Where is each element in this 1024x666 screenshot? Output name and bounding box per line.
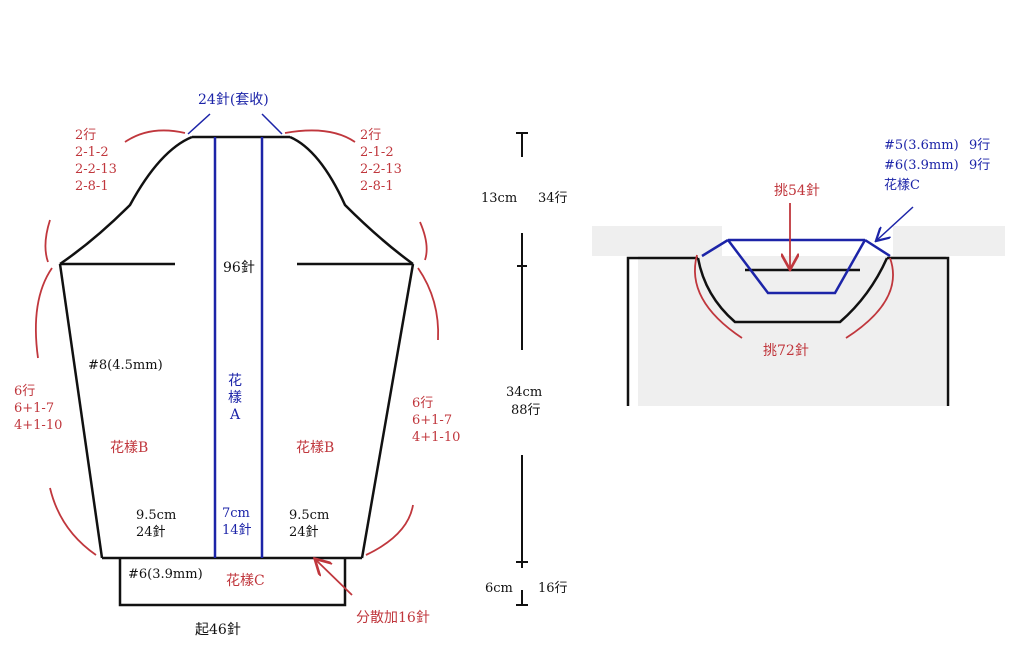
- collar-outer-curve: [696, 257, 889, 324]
- bracket-cap-right-top: [284, 129, 356, 143]
- collar-background: [592, 226, 1005, 406]
- bracket-side-right-top: [417, 267, 440, 341]
- cast-off-pointers: [187, 113, 283, 135]
- pattern-b-left: 花樣B: [110, 440, 149, 456]
- collar-outline: [626, 256, 950, 406]
- sleeve-outline: [58, 135, 415, 607]
- pattern-a-label: 花 樣 A: [228, 373, 242, 423]
- side-shaping-left: 6行 6+1-7 4+1-10: [14, 384, 63, 433]
- collar-rows-2: 9行: [969, 158, 991, 173]
- collar-rows-1: 9行: [969, 138, 991, 153]
- pattern-b-right: 花樣B: [296, 440, 335, 456]
- body-length-rows: 88行: [511, 403, 541, 418]
- bracket-side-right-bottom: [365, 504, 414, 556]
- bracket-side-left-top: [35, 267, 53, 359]
- side-shaping-right: 6行 6+1-7 4+1-10: [412, 396, 461, 445]
- collar-blue-band: [701, 238, 891, 295]
- shaping-brackets: [35, 129, 440, 596]
- sleeve-cap-left-curve: [59, 135, 193, 266]
- right-width: 9.5cm 24針: [289, 508, 330, 540]
- measurement-ruler: [516, 132, 528, 606]
- sleeve-right-side: [360, 263, 415, 559]
- cap-height-cm: 13cm: [481, 191, 518, 206]
- collar-needle-1: #5(3.6mm): [884, 138, 959, 153]
- left-width: 9.5cm 24針: [136, 508, 177, 540]
- collar-bracket-left: [694, 254, 743, 339]
- sleeve-left-side: [58, 263, 104, 559]
- bracket-cap-left-top: [124, 129, 186, 143]
- bracket-side-left-bottom: [49, 487, 97, 556]
- collar-needle-2: #6(3.9mm): [884, 158, 959, 173]
- collar-bracket-right: [845, 257, 894, 339]
- increase-arrow: [316, 560, 353, 596]
- cap-shaping-left: 2行 2-1-2 2-2-13 2-8-1: [75, 128, 117, 194]
- cuff-pattern-label: 花樣C: [226, 573, 265, 589]
- collar-annotations: [694, 203, 894, 339]
- main-needle-size: #8(4.5mm): [88, 358, 163, 373]
- cuff-length-cm: 6cm: [485, 581, 513, 596]
- center-width: 7cm 14針: [222, 506, 252, 538]
- cuff-length-rows: 16行: [538, 581, 568, 596]
- cuff-outline: [118, 558, 347, 607]
- collar-pattern-label: 花樣C: [884, 178, 920, 193]
- pattern-a-column: [213, 137, 264, 558]
- cap-shaping-right: 2行 2-1-2 2-2-13 2-8-1: [360, 128, 402, 194]
- cap-height-rows: 34行: [538, 191, 568, 206]
- cast-on-label: 起46針: [195, 622, 241, 638]
- sleeve-cap-right-curve: [289, 135, 414, 266]
- cuff-needle-size: #6(3.9mm): [128, 567, 203, 582]
- collar-inner-pickup: 挑54針: [774, 183, 820, 199]
- cast-off-label: 24針(套收): [198, 92, 269, 108]
- bracket-cap-right-bottom: [419, 221, 428, 261]
- collar-pattern-arrow: [877, 206, 914, 240]
- cap-stitch-count: 96針: [221, 260, 257, 277]
- collar-outer-pickup: 挑72針: [763, 343, 809, 359]
- bracket-cap-left-bottom: [44, 219, 51, 263]
- increase-note: 分散加16針: [356, 610, 430, 626]
- body-length-cm: 34cm: [506, 385, 543, 400]
